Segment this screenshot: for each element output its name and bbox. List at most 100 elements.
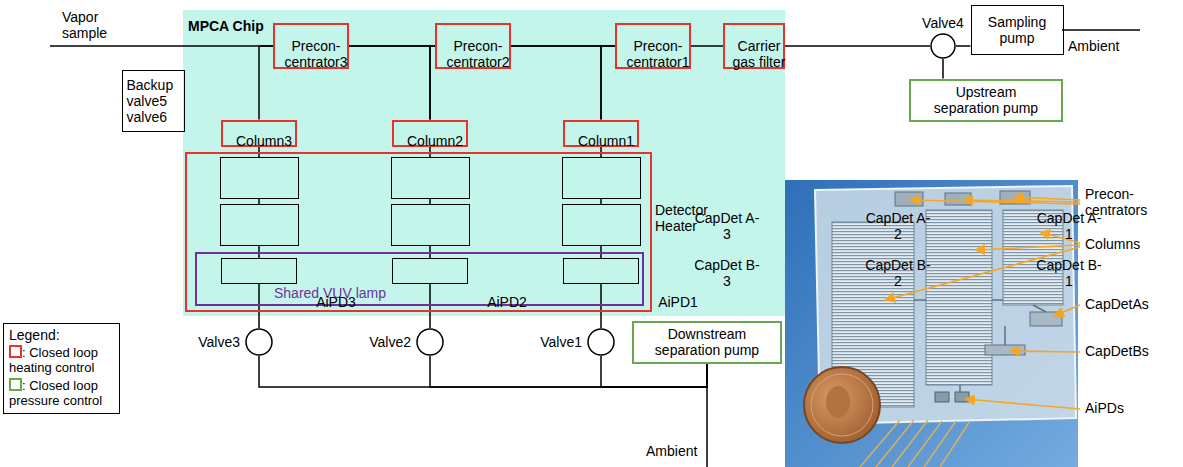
leader-line [1014,197,1080,200]
valve-circle: Valve1 [587,328,615,356]
box-label: Precon- centrator3 [283,38,349,70]
annotation-label: Vapor sample [62,9,120,41]
box-label: CapDet B-3 [692,257,763,289]
penny [804,367,880,443]
valve-symbol [931,34,955,58]
legend-entry: : Closed loop heating control [9,345,114,376]
box-label: AiPD3 [316,294,356,310]
leader-line [1054,305,1080,316]
lamp-region: Shared VUV lampAiPD3AiPD2AiPD1 [195,252,644,306]
box-label: CapDet A-3 [692,210,763,242]
valve-circle: Valve3 [245,328,273,356]
box-label: CapDet B-1 [1034,257,1105,289]
valve-outline [930,33,956,59]
chip-region-fill [183,10,785,316]
flow-line [259,356,707,387]
detector-box: CapDet A-1 [562,157,641,199]
annotation-label: CapDetBs [1085,343,1149,359]
preconcentrator-box: Precon- centrator1 [615,23,691,69]
flow-line [956,45,971,47]
legend-title: Legend: [9,327,114,343]
pump-box: Upstream separation pump [909,79,1063,122]
annotation-label: CapDetAs [1085,296,1149,312]
chip-channel [914,300,1046,392]
leader-line [1040,232,1080,243]
valve-symbol [246,329,272,355]
chip-region: MPCA ChipPrecon- centrator3 Precon- centr… [183,10,785,316]
detector-box: CapDet B-3 [220,204,299,246]
region-label: Valve1 [540,334,582,350]
region-label: Valve2 [369,334,411,350]
legend-text: : Closed loop pressure control [9,378,102,408]
legend-text: : Closed loop heating control [9,345,98,375]
photodetector-box: AiPD3 [221,258,297,284]
flow-line [429,284,431,328]
aipd-part [955,392,969,402]
preconcentrator-box: Precon- centrator3 [273,23,349,69]
preconcentrator-box: Precon- centrator2 [435,23,511,69]
valve-symbol [588,329,614,355]
flow-line [259,46,273,120]
region-label: Valve4 [922,15,964,31]
box-label: Carrier gas filter [731,38,787,70]
column-box: Column3 [221,120,297,147]
box-label: CapDet A-2 [863,210,934,242]
annotation-label: Ambient [646,443,697,459]
box-label: AiPD1 [658,294,698,310]
valve-outline [587,328,615,356]
box-label: Upstream separation pump [927,84,1045,116]
photodetector-box: AiPD1 [563,258,639,284]
flow-line [601,46,615,120]
legend-swatch [9,378,22,391]
legend-box: Legend:: Closed loop heating control: Cl… [3,323,120,414]
leader-line [965,399,1080,409]
leader-lines [885,197,1080,409]
detector-box: CapDet B-2 [391,204,470,246]
valve-symbol [417,329,443,355]
box-label: CapDet B-2 [863,257,934,289]
preconcentrator-part [945,193,971,205]
flow-line [430,356,707,387]
pump-box: Downstream separation pump [632,321,782,364]
box-label: Sampling pump [975,14,1060,46]
flow-line [600,284,602,328]
filter-box: Carrier gas filter [723,23,785,69]
flow-line [691,45,723,47]
column-channel [926,210,992,385]
leader-line [885,247,1080,300]
capdet-part [985,345,1025,355]
valve-circle: Valve2 [416,328,444,356]
column-box: Column1 [563,120,639,147]
flow-line [601,356,707,387]
penny-rim [811,374,873,436]
box-label: Column2 [407,133,463,149]
region-label: Valve3 [198,334,240,350]
box-label: AiPD2 [487,294,527,310]
leader-line [975,245,1080,250]
box-label: Downstream separation pump [648,326,766,358]
annotation-label: Ambient [1068,38,1119,54]
flow-line [785,45,930,47]
annotation-label: Columns [1085,236,1140,252]
valve-outline [245,328,273,356]
leader-line [910,200,1080,204]
backup-valve-box: Backup valve5 valve6 [122,70,185,132]
region-label: MPCA Chip [188,18,264,34]
penny-relief [826,386,850,418]
flow-line [258,284,260,328]
flow-line [511,46,601,120]
wire-bonds [860,420,970,467]
column-box: Column2 [392,120,468,147]
flow-line [349,46,430,120]
valve-outline [416,328,444,356]
box-label: Precon- centrator2 [445,38,511,70]
photo-background [785,180,1078,467]
legend-swatch [9,345,22,358]
photodetector-box: AiPD2 [392,258,468,284]
leader-line [1010,351,1080,352]
detector-box: CapDet A-3 [220,157,299,199]
heater-region: Detector HeaterCapDet A-3CapDet A-2CapDe… [185,152,652,312]
preconcentrator-part [895,192,923,206]
aipd-part [935,392,949,402]
